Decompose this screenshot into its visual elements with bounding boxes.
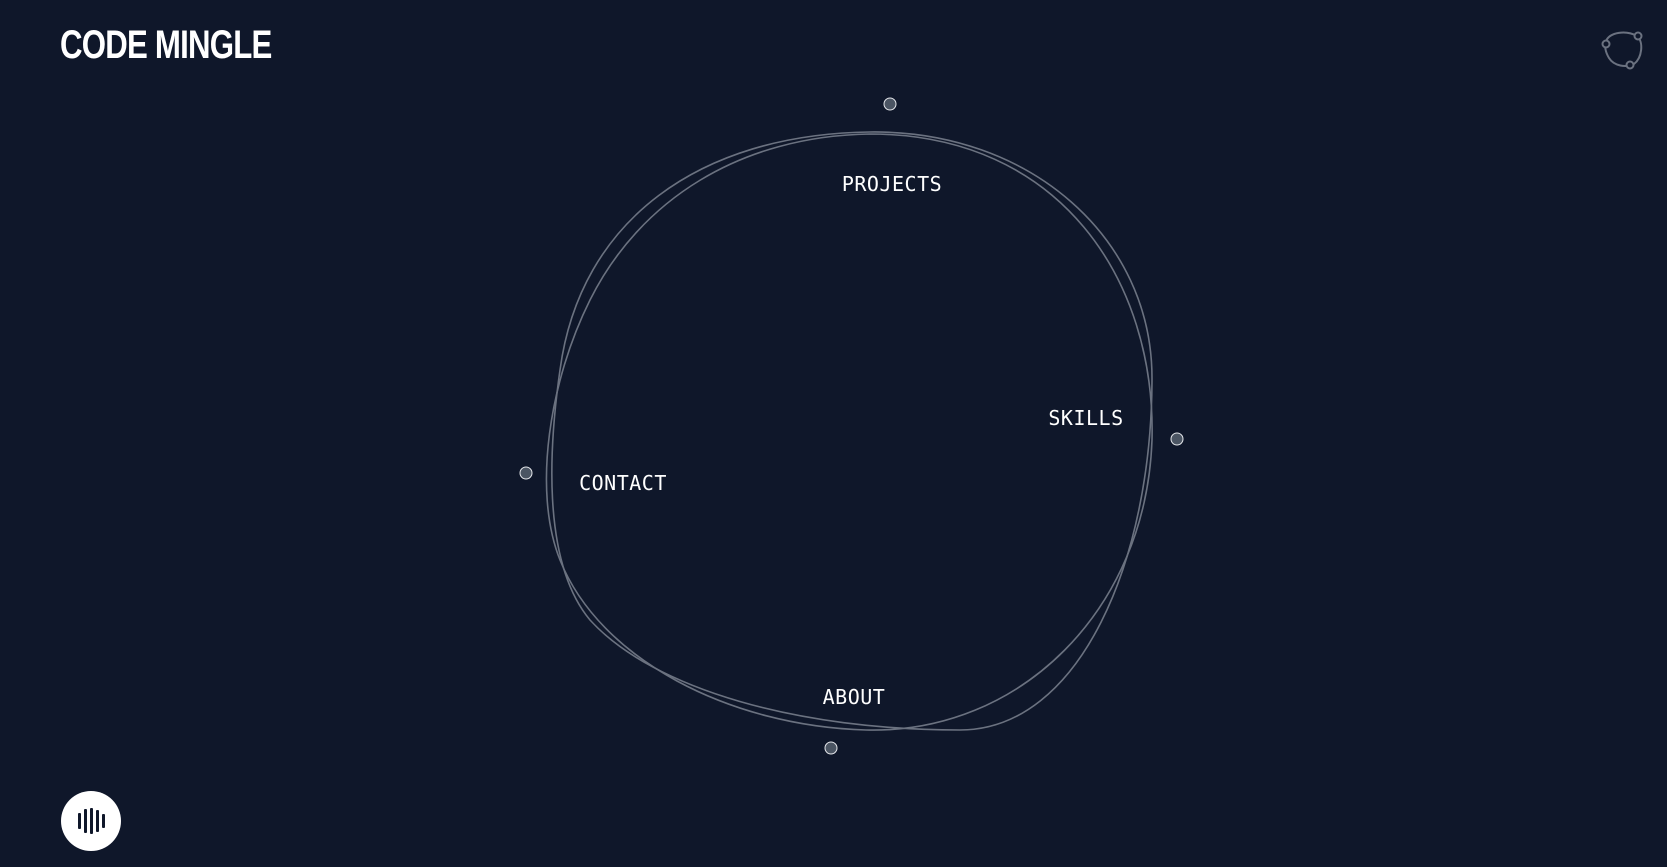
orbit-ring-inner <box>545 133 1153 731</box>
sound-toggle-button[interactable] <box>61 791 121 851</box>
node-dot-projects[interactable] <box>883 97 897 111</box>
nav-link-contact[interactable]: CONTACT <box>579 471 667 495</box>
network-graph-icon[interactable] <box>1600 28 1644 72</box>
nav-link-about[interactable]: ABOUT <box>822 685 886 709</box>
node-dot-skills[interactable] <box>1170 432 1184 446</box>
nav-link-skills[interactable]: SKILLS <box>1048 406 1124 430</box>
orbit-ring-outer <box>551 131 1153 731</box>
node-dot-about[interactable] <box>824 741 838 755</box>
site-logo[interactable]: CODE MINGLE <box>60 23 272 67</box>
sound-bars-icon <box>77 808 105 834</box>
nav-link-projects[interactable]: PROJECTS <box>841 172 943 196</box>
node-dot-contact[interactable] <box>519 466 533 480</box>
